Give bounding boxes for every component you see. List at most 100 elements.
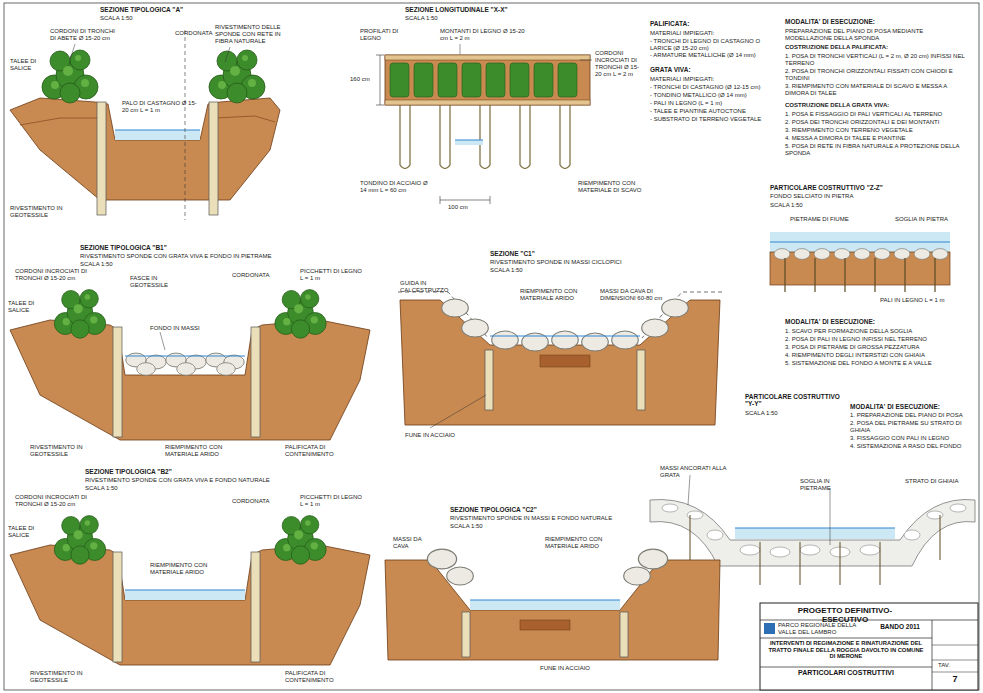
annotation-label: RIVESTIMENTO IN GEOTESSILE — [10, 205, 90, 219]
title-block-cell: PARTICOLARI COSTRUTTIVI — [762, 668, 930, 688]
annotation-label: SCALA 1:50 — [450, 523, 510, 530]
section-heading: PALIFICATA: — [650, 20, 710, 27]
annotation-label: PICCHETTI DI LEGNO L = 1 m — [300, 494, 365, 508]
annotation-label: RIVESTIMENTO SPONDE CON GRATA VIVA E FON… — [85, 477, 295, 484]
section-heading: GRATA VIVA: — [650, 66, 710, 73]
title-block-cell: PROGETTO DEFINITIVO-ESECUTIVO — [775, 605, 915, 626]
title-block-cell: INTERVENTI DI REGIMAZIONE E RINATURAZION… — [762, 639, 930, 666]
annotation-label: RIEMPIMENTO CON MATERIALE ARIDO — [165, 444, 255, 458]
annotation-label: PREPARAZIONE DEL PIANO DI POSA MEDIANTE … — [785, 28, 970, 42]
annotation-label: GUIDA IN CALCESTRUZZO — [400, 280, 460, 294]
annotation-label: 4. RIEMPIMENTO DEGLI INTERSTIZI CON GHIA… — [785, 352, 970, 359]
annotation-label: - TONDINO METALLICO (Ø 14 mm) — [650, 92, 775, 99]
annotation-label: 4. SISTEMAZIONE A RASO DEL FONDO — [850, 443, 975, 450]
section-heading: SEZIONE TIPOLOGICA "B1" — [80, 244, 230, 251]
title-text: PROGETTO DEFINITIVO-ESECUTIVO — [778, 606, 912, 624]
annotation-label: 160 cm — [350, 76, 378, 83]
annotation-label: PROFILATI DI LEGNO — [360, 28, 410, 42]
annotation-label: PALO DI CASTAGNO Ø 15-20 cm L = 1 m — [122, 100, 197, 114]
section-heading: MODALITA' DI ESECUZIONE: — [785, 318, 935, 325]
annotation-label: FUNE IN ACCIAIO — [405, 432, 460, 439]
title-text: BANDO 2011 — [873, 623, 927, 630]
annotation-label: - TRONCHI DI LEGNO DI CASTAGNO O LARICE … — [650, 38, 775, 52]
annotation-label: SCALA 1:50 — [85, 485, 145, 492]
section-heading: MODALITA' DI ESECUZIONE: — [850, 403, 975, 410]
annotation-label: FASCE IN GEOTESSILE — [130, 275, 190, 289]
annotation-label: 2. POSA DI PALI IN LEGNO INFISSI NEL TER… — [785, 336, 970, 343]
annotation-label: PIETRAME DI FIUME — [790, 216, 850, 223]
annotation-label: MASSI ANCORATI ALLA GRATA — [660, 465, 730, 479]
section-heading: COSTRUZIONE DELLA PALIFICATA: — [785, 44, 970, 51]
annotation-label: CORDONI DI TRONCHI DI ABETE Ø 15-20 cm — [50, 28, 120, 42]
annotation-label: TALEE DI SALICE — [8, 300, 38, 314]
annotation-label: PICCHETTI DI LEGNO L = 1 m — [300, 268, 365, 282]
title-text: INTERVENTI DI REGIMAZIONE E RINATURAZION… — [765, 640, 927, 660]
annotation-label: RIVESTIMENTO IN GEOTESSILE — [30, 670, 105, 684]
annotation-label: 100 cm — [448, 204, 483, 211]
annotation-label: SCALA 1:50 — [405, 15, 465, 22]
annotation-label: SOGLIA IN PIETRAME — [800, 478, 860, 492]
annotation-label: TAV. — [938, 662, 968, 669]
section-heading: MODALITA' DI ESECUZIONE: — [785, 18, 970, 25]
annotation-label: 4. MESSA A DIMORA DI TALEE E PIANTINE — [785, 135, 970, 142]
annotation-label: FUNE IN ACCIAIO — [540, 665, 595, 672]
annotation-label: 1. PREPARAZIONE DEL PIANO DI POSA — [850, 412, 975, 419]
annotation-label: 1. SCAVO PER FORMAZIONE DELLA SOGLIA — [785, 328, 970, 335]
annotation-label: TALEE DI SALICE — [10, 58, 40, 72]
annotation-label: 3. POSA DI PIETRAME DI GROSSA PEZZATURA — [785, 344, 970, 351]
annotation-label: RIEMPIMENTO CON MATERIALE DI SCAVO — [578, 180, 646, 194]
annotation-label: FONDO SELCIATO IN PIETRA — [770, 193, 920, 200]
annotation-label: SCALA 1:50 — [490, 267, 550, 274]
annotation-label: RIVESTIMENTO DELLE SPONDE CON RETE IN FI… — [215, 24, 285, 45]
section-heading: SEZIONE TIPOLOGICA "B2" — [85, 468, 235, 475]
annotation-label: SCALA 1:50 — [770, 202, 830, 209]
annotation-label: 5. POSA DI RETE IN FIBRA NATURALE A PROT… — [785, 143, 970, 157]
annotation-label: 3. RIEMPIMENTO CON MATERIALE DI SCAVO E … — [785, 83, 970, 97]
annotation-label: TONDINO DI ACCIAIO Ø 14 mm L = 60 cm — [360, 180, 435, 194]
annotation-label: 1. POSA DI TRONCHI VERTICALI (L = 2 m, Ø… — [785, 53, 970, 67]
title-block-cell: BANDO 2011 — [870, 622, 930, 637]
annotation-label: 2. POSA DEL PIETRAME SU STRATO DI GHIAIA — [850, 420, 975, 434]
annotation-label: SCALA 1:50 — [80, 261, 140, 268]
annotation-label: - TALEE E PIANTINE AUTOCTONE — [650, 108, 775, 115]
annotation-label: RIVESTIMENTO SPONDE CON GRATA VIVA E FON… — [80, 253, 300, 260]
annotation-label: SCALA 1:50 — [745, 410, 805, 417]
annotation-label: CORDONATA — [232, 498, 277, 505]
annotation-label: MATERIALI IMPIEGATI: — [650, 76, 740, 83]
annotation-label: - PALI IN LEGNO (L = 1 m) — [650, 100, 775, 107]
annotation-label: CORDONI INCROCIATI DI TRONCHI Ø 15-20 cm… — [595, 50, 645, 78]
annotation-label: MASSI DA CAVA DI DIMENSIONI 60-80 cm — [600, 288, 675, 302]
annotation-label: 3. FISSAGGIO CON PALI IN LEGNO — [850, 435, 975, 442]
section-heading: SEZIONE TIPOLOGICA "C2" — [450, 506, 600, 513]
annotation-label: RIEMPIMENTO CON MATERIALE ARIDO — [545, 536, 620, 550]
title-text: PARTICOLARI COSTRUTTIVI — [765, 669, 927, 677]
section-heading: PARTICOLARE COSTRUTTIVO "Y-Y" — [745, 393, 840, 408]
section-heading: PARTICOLARE COSTRUTTIVO "Z-Z" — [770, 184, 940, 191]
annotation-label: PALIFICATA DI CONTENIMENTO — [285, 444, 360, 458]
annotation-label: - TRONCHI DI CASTAGNO (Ø 12-15 cm) — [650, 84, 775, 91]
annotation-label: PALIFICATA DI CONTENIMENTO — [285, 670, 360, 684]
annotation-label: RIEMPIMENTO CON MATERIALE ARIDO — [520, 288, 595, 302]
annotation-label: CORDONI INCROCIATI DI TRONCHI Ø 15-20 cm — [15, 494, 90, 508]
section-heading: SEZIONE TIPOLOGICA "A" — [100, 6, 230, 13]
section-heading: SEZIONE "C1" — [490, 250, 590, 257]
annotation-label: 3. RIEMPIMENTO CON TERRENO VEGETALE — [785, 127, 970, 134]
annotation-label: RIVESTIMENTO IN GEOTESSILE — [30, 444, 105, 458]
title-block-cell: 7 — [934, 673, 976, 689]
annotation-label: SCALA 1:50 — [100, 15, 160, 22]
annotation-label: RIEMPIMENTO CON MATERIALE ARIDO — [150, 562, 230, 576]
annotation-label: MASSI DA CAVA — [393, 536, 429, 550]
annotation-label: 2. POSA DEI TRONCHI ORIZZONTALI E DEI MO… — [785, 119, 970, 126]
annotation-label: RIVESTIMENTO SPONDE IN MASSI CICLOPICI — [490, 259, 670, 266]
annotation-label: SOGLIA IN PIETRA — [895, 216, 955, 223]
annotation-label: MONTANTI DI LEGNO Ø 15-20 cm L = 2 m — [440, 28, 525, 42]
annotation-label: 2. POSA DI TRONCHI ORIZZONTALI FISSATI C… — [785, 68, 970, 82]
annotation-label: STRATO DI GHIAIA — [905, 478, 965, 485]
annotation-label: 5. SISTEMAZIONE DEL FONDO A MONTE E A VA… — [785, 360, 970, 367]
annotation-label: CORDONI INCROCIATI DI TRONCHI Ø 15-20 cm — [15, 268, 90, 282]
annotation-label: TALEE DI SALICE — [8, 525, 38, 539]
annotation-label: 1. POSA E FISSAGGIO DI PALI VERTICALI AL… — [785, 111, 970, 118]
annotation-label: MATERIALI IMPIEGATI: — [650, 30, 740, 37]
annotation-label: CORDONATA — [232, 272, 277, 279]
title-text: 7 — [937, 674, 973, 684]
